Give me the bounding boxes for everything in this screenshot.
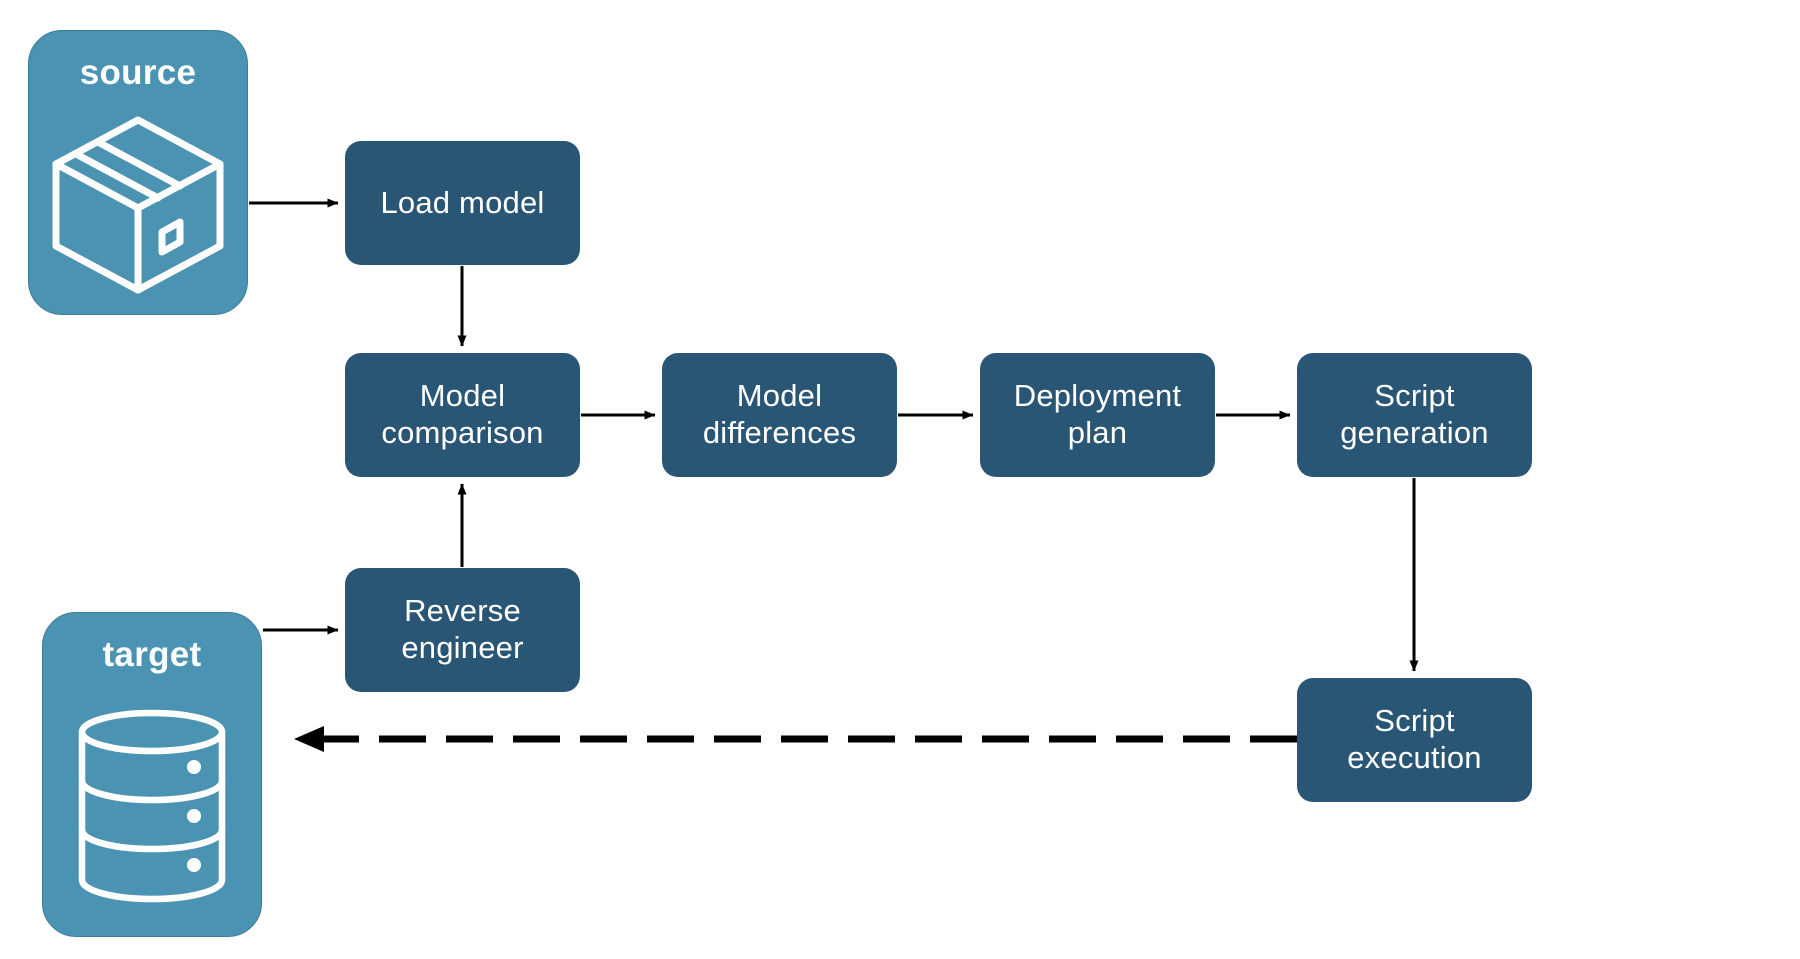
process-reverse-engineer[interactable]: Reverse engineer — [345, 568, 580, 692]
process-reverse-engineer-label: Reverse engineer — [401, 593, 524, 665]
process-load-model[interactable]: Load model — [345, 141, 580, 265]
process-model-comparison[interactable]: Model comparison — [345, 353, 580, 477]
process-load-model-label: Load model — [380, 184, 545, 220]
endpoint-source-label: source — [79, 53, 197, 92]
process-deployment-plan-label: Deployment plan — [1013, 378, 1182, 450]
process-script-generation[interactable]: Script generation — [1297, 353, 1532, 477]
process-model-differences[interactable]: Model differences — [662, 353, 897, 477]
package-box-icon — [29, 93, 247, 314]
database-cylinder-icon — [43, 675, 261, 936]
process-script-execution[interactable]: Script execution — [1297, 678, 1532, 802]
process-deployment-plan[interactable]: Deployment plan — [980, 353, 1215, 477]
process-model-differences-label: Model differences — [702, 378, 857, 450]
process-script-generation-label: Script generation — [1340, 378, 1489, 450]
process-model-comparison-label: Model comparison — [381, 378, 544, 450]
endpoint-target[interactable]: target — [42, 612, 262, 937]
process-script-execution-label: Script execution — [1347, 703, 1482, 775]
endpoint-target-label: target — [102, 635, 202, 674]
endpoint-source[interactable]: source — [28, 30, 248, 315]
